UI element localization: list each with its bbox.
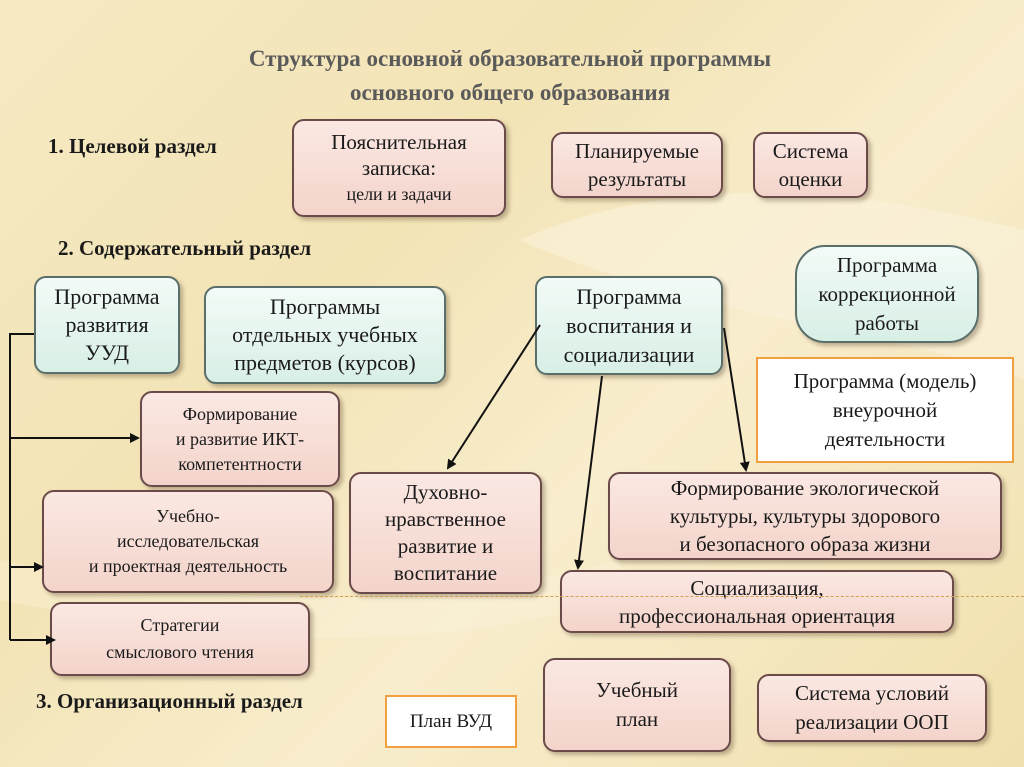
extracurricular-line-2: внеурочной [832,397,938,422]
uud-bracket-line [9,333,34,640]
ecology-line-2: культуры, культуры здорового [669,504,941,528]
title-line-2: основного общего образования [349,80,671,105]
spiritual-line-3: развитие и [397,534,494,558]
ict-line-3: компетентности [178,453,302,474]
spiritual-line-2: нравственное [384,507,507,531]
upbringing-program-box: Программа воспитания и социализации [535,276,723,375]
socialization-line-1: Социализация, [690,575,824,600]
plan-vud-label: План ВУД [409,710,493,732]
research-line-2: исследовательская [116,531,260,551]
uud-line-1: Программа [54,284,160,309]
correction-line-3: работы [854,310,919,335]
reading-line-2: смыслового чтения [106,642,254,662]
research-line-3: и проектная деятельность [88,556,288,576]
planned-line-1: Планируемые [575,139,699,163]
evaluation-system-box: Система оценки [753,132,868,198]
page-title: Структура основной образовательной прогр… [140,42,880,110]
reading-line-1: Стратегии [140,615,220,635]
subjects-line-3: предметов (курсов) [234,350,416,375]
explanatory-line-2: записка: [361,156,437,180]
conditions-line-1: Система условий [795,681,949,705]
curriculum-box: Учебный план [543,658,731,752]
uud-program-box: Программа развития УУД [34,276,180,374]
explanatory-note-box: Пояснительная записка: цели и задачи [292,119,506,217]
section-divider [300,596,1024,597]
implementation-conditions-box: Система условий реализации ООП [757,674,987,742]
section-organizational: 3. Организационный раздел [36,689,303,713]
extracurricular-line-1: Программа (модель) [793,368,977,393]
extracurricular-program-box: Программа (модель) внеурочной деятельнос… [756,357,1014,463]
planned-line-2: результаты [587,167,687,191]
ecological-culture-box: Формирование экологической культуры, кул… [608,472,1002,560]
socialization-line-2: профессиональная ориентация [618,603,896,628]
arrow-to-ecology [723,327,750,472]
research-activity-box: Учебно- исследовательская и проектная де… [42,490,334,593]
ecology-line-3: и безопасного образа жизни [679,532,931,556]
arrow-to-socialization [574,375,603,570]
uud-line-2: развития [65,312,149,337]
plan-vud-box: План ВУД [385,695,517,748]
ict-line-2: и развитие ИКТ- [175,428,305,449]
correction-line-1: Программа [836,252,938,277]
research-line-1: Учебно- [156,506,220,526]
curriculum-line-2: план [615,707,659,731]
evaluation-line-2: оценки [778,167,843,191]
title-line-1: Структура основной образовательной прогр… [248,46,772,71]
evaluation-line-1: Система [772,139,849,163]
planned-results-box: Планируемые результаты [551,132,723,198]
subject-programs-box: Программы отдельных учебных предметов (к… [204,286,446,384]
ict-competence-box: Формирование и развитие ИКТ- компетентно… [140,391,340,487]
subjects-line-1: Программы [269,294,381,319]
explanatory-line-1: Пояснительная [331,130,467,154]
spiritual-development-box: Духовно- нравственное развитие и воспита… [349,472,542,594]
curriculum-line-1: Учебный [595,678,679,702]
extracurricular-line-3: деятельности [824,426,946,451]
correction-line-2: коррекционной [818,281,956,306]
explanatory-line-3: цели и задачи [346,184,452,204]
upbringing-line-1: Программа [576,284,682,309]
subjects-line-2: отдельных учебных [232,322,418,347]
ict-line-1: Формирование [182,403,298,424]
uud-line-3: УУД [85,340,129,365]
conditions-line-2: реализации ООП [795,710,949,734]
spiritual-line-1: Духовно- [403,480,488,504]
spiritual-line-4: воспитание [393,561,498,585]
ecology-line-1: Формирование экологической [670,476,940,500]
arrow-to-spiritual [446,324,541,470]
semantic-reading-box: Стратегии смыслового чтения [50,602,310,676]
socialization-box: Социализация, профессиональная ориентаци… [560,570,954,633]
upbringing-line-2: воспитания и [566,313,692,338]
upbringing-line-3: социализации [563,342,695,367]
correction-program-box: Программа коррекционной работы [795,245,979,343]
section-content: 2. Содержательный раздел [58,236,312,260]
section-target: 1. Целевой раздел [48,134,217,158]
